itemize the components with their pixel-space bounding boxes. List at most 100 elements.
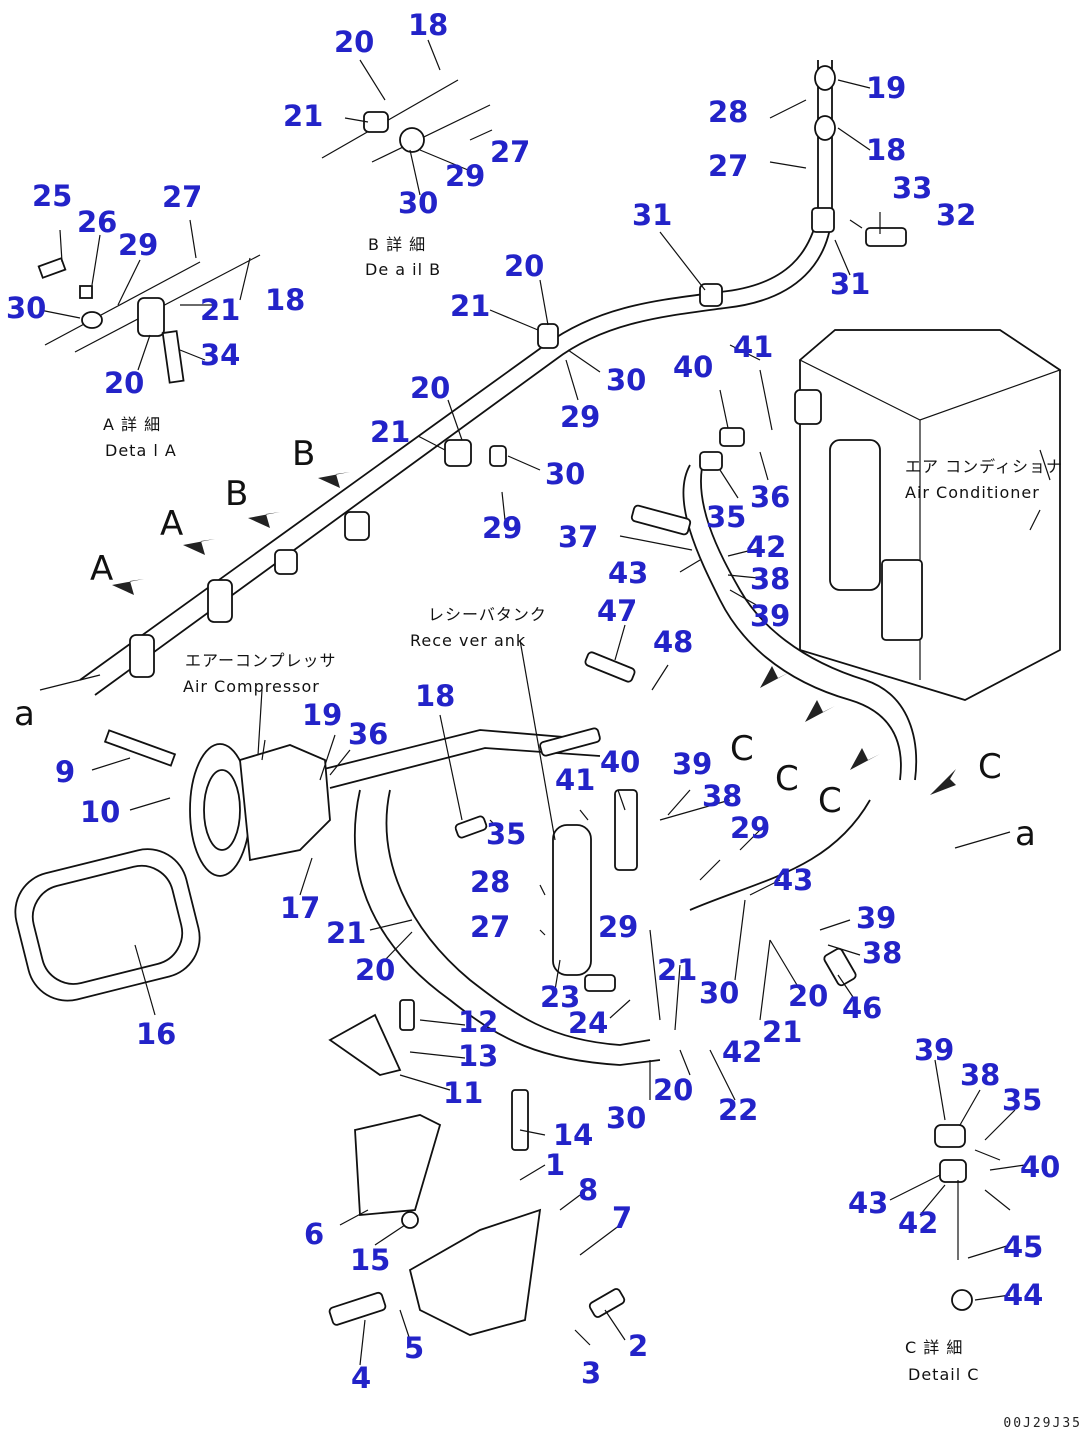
part-label: 18	[408, 8, 448, 42]
part-label: 31	[632, 198, 672, 232]
bolt-9-shape	[103, 729, 177, 767]
receiver-caption-jp: レシーバタンク	[428, 605, 547, 624]
view-letters: A A B B C C C C a a	[14, 434, 1036, 854]
part-label: 39	[856, 901, 896, 935]
clamp-b1	[274, 549, 298, 575]
part-label: 4	[351, 1361, 371, 1395]
part-label: 12	[458, 1005, 498, 1039]
part-label: 39	[914, 1033, 954, 1067]
part-label: 43	[848, 1186, 888, 1220]
clamp-42-shape	[939, 1159, 967, 1183]
part-label: 10	[80, 795, 120, 829]
bolt-25-shape	[37, 257, 67, 279]
part-label: 22	[718, 1093, 758, 1127]
detail-b-caption-jp: B 詳 細	[368, 235, 426, 254]
aircon-port	[794, 389, 822, 425]
view-arrow-c3	[850, 748, 880, 770]
detail-c-caption-en: Detail C	[908, 1365, 979, 1384]
receiver-tank	[552, 789, 638, 976]
mounting-brackets	[328, 999, 626, 1336]
part-label: 30	[398, 186, 438, 220]
hose-lower-loop-inner	[385, 789, 651, 1046]
part-label: 27	[490, 135, 530, 169]
part-label: 13	[458, 1039, 498, 1073]
bracket-34-shape	[161, 330, 185, 384]
clamp-21-shape-b	[363, 111, 389, 133]
part-label: 29	[598, 910, 638, 944]
nut-44-shape	[951, 1289, 973, 1311]
hose-lower-loop	[353, 789, 661, 1066]
part-label: 29	[560, 400, 600, 434]
part-label: 43	[773, 863, 813, 897]
part-label: 21	[450, 289, 490, 323]
clamp-20-upper	[537, 323, 559, 349]
part-label: 39	[750, 599, 790, 633]
detail-b-pipe-lower	[371, 104, 491, 163]
part-label: 29	[730, 811, 770, 845]
receiver-caption-en: Rece ver ank	[410, 631, 526, 650]
part-label: 40	[1020, 1150, 1060, 1184]
part-label: 30	[606, 1101, 646, 1135]
bolt-24-shape	[584, 974, 616, 992]
part-label: 34	[200, 338, 240, 372]
part-label: 20	[788, 979, 828, 1013]
part-label: 38	[702, 779, 742, 813]
part-label: 38	[960, 1058, 1000, 1092]
part-label: 29	[118, 228, 158, 262]
part-label: 30	[606, 363, 646, 397]
view-arrow-b1	[248, 512, 280, 528]
part-label: 18	[415, 679, 455, 713]
part-label: 24	[568, 1006, 608, 1040]
hose-joint	[454, 815, 488, 839]
bracket-1	[408, 1208, 542, 1336]
part-label: 21	[326, 916, 366, 950]
part-label: 23	[540, 980, 580, 1014]
detail-a-caption-en: Deta l A	[105, 441, 177, 460]
part-label: 35	[706, 500, 746, 534]
fitting-18-shape	[814, 115, 836, 141]
part-label: 36	[750, 480, 790, 514]
aircon-panel	[881, 559, 923, 641]
aircon-duct	[829, 439, 881, 591]
clamp-a2	[207, 579, 233, 623]
view-letter-c2: C	[775, 759, 799, 799]
part-label: 44	[1003, 1278, 1043, 1312]
part-label: 42	[722, 1035, 762, 1069]
bolt-2-shape	[588, 1288, 626, 1318]
hose-compressor-outlet-outline	[329, 747, 601, 789]
aircon-top	[798, 329, 1062, 421]
part-label: 9	[55, 755, 75, 789]
fitting-40-shape	[719, 427, 745, 447]
part-label: 20	[104, 366, 144, 400]
clamp-31-vertical	[811, 207, 835, 233]
part-label: 31	[830, 267, 870, 301]
part-label: 27	[470, 910, 510, 944]
clamp-30-main	[489, 445, 507, 467]
view-arrow-c4	[930, 769, 956, 795]
connection-letter-a-right: a	[1015, 814, 1036, 854]
part-label: 27	[162, 180, 202, 214]
part-label: 1	[545, 1148, 565, 1182]
misc-fittings	[454, 427, 857, 992]
hose-aircon-loop-outline	[700, 454, 918, 781]
part-label: 42	[898, 1206, 938, 1240]
view-letter-a2: A	[160, 504, 183, 544]
receiver-bracket	[614, 789, 638, 871]
part-label: 35	[486, 817, 526, 851]
part-label: 2	[628, 1329, 648, 1363]
part-label: 17	[280, 891, 320, 925]
hose-upper-outline	[94, 214, 833, 696]
part-label: 5	[404, 1331, 424, 1365]
washer-26-shape	[79, 285, 93, 299]
part-label: 35	[1002, 1083, 1042, 1117]
bolt-37-shape	[630, 504, 692, 536]
detail-c-caption-jp: C 詳 細	[905, 1338, 963, 1357]
part-label: 18	[866, 133, 906, 167]
bolt-47-shape	[584, 651, 636, 683]
air-conditioner-unit	[794, 329, 1062, 701]
clamp-b2	[344, 511, 370, 541]
v-belt-16-inner	[31, 864, 184, 985]
detail-a-drawing	[37, 254, 261, 384]
part-label: 21	[370, 415, 410, 449]
view-arrow-a2	[183, 539, 215, 555]
